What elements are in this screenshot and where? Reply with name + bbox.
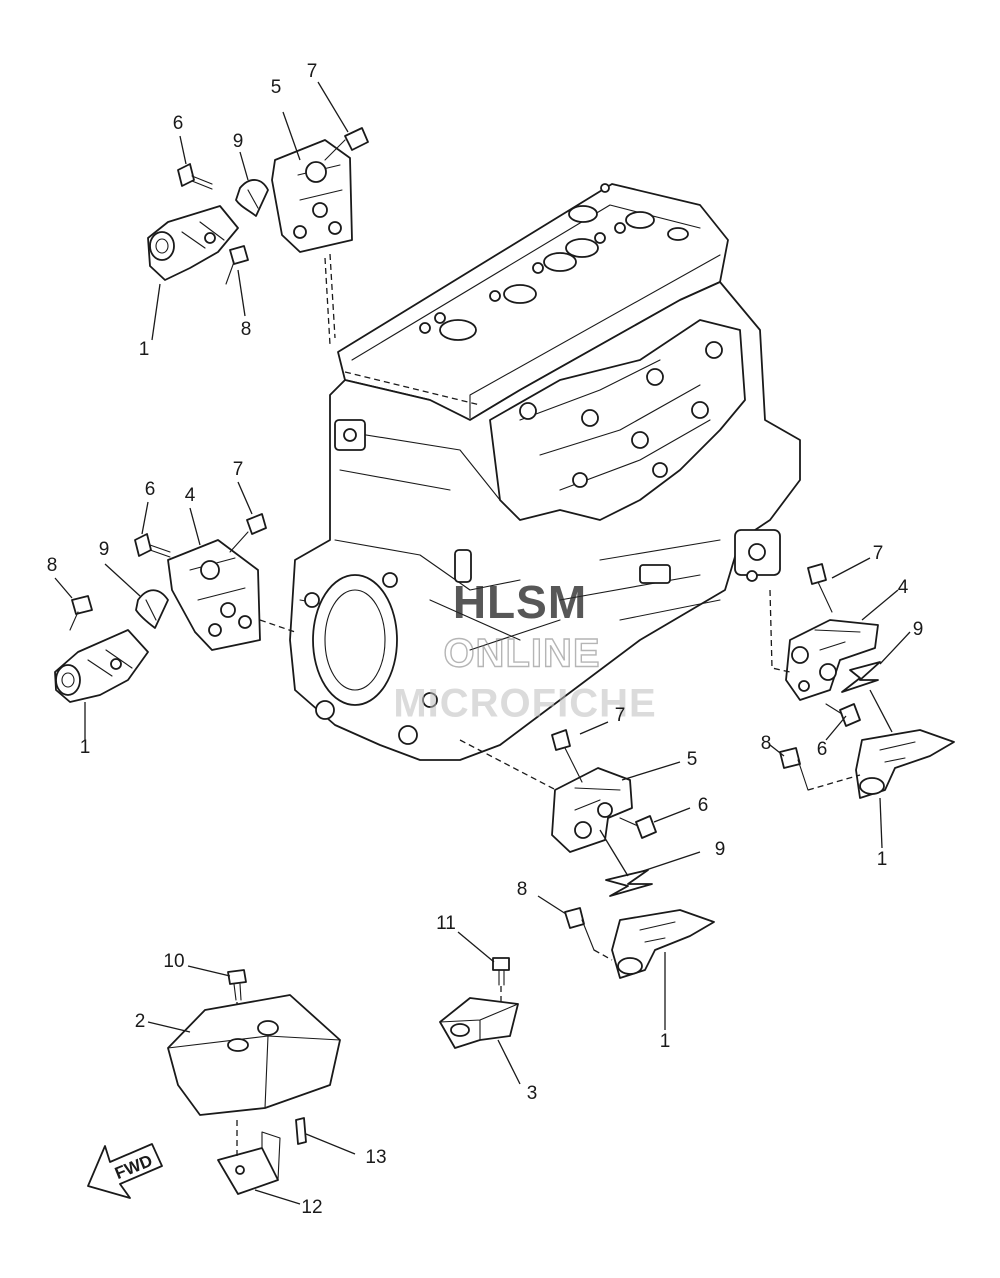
callout-1: 1	[139, 339, 150, 360]
callout-6: 6	[173, 113, 184, 134]
callout-12: 12	[301, 1197, 322, 1218]
callout-8: 8	[517, 879, 528, 900]
callout-6: 6	[817, 739, 828, 760]
callout-1: 1	[80, 737, 91, 758]
callout-8: 8	[761, 733, 772, 754]
watermark-line2: ONLINE	[443, 632, 600, 676]
bottom-parts-group	[147, 931, 521, 1205]
callout-11: 11	[436, 913, 456, 934]
callout-labels: 1 1 1 1 2 3 4 4 5 5 6 6 6 6 7 7 7 7 8 8 …	[47, 61, 924, 1218]
callout-9: 9	[913, 619, 924, 640]
upper-left-mount-group	[147, 81, 369, 341]
callout-9: 9	[233, 131, 244, 152]
callout-3: 3	[527, 1083, 538, 1104]
callout-5: 5	[687, 749, 698, 770]
callout-7: 7	[873, 543, 884, 564]
callout-6: 6	[145, 479, 156, 500]
watermark-line3: MICROFICHE	[393, 682, 656, 726]
callout-8: 8	[241, 319, 252, 340]
callout-4: 4	[185, 485, 196, 506]
watermark: HLSM ONLINE MICROFICHE	[393, 576, 656, 726]
callout-4: 4	[898, 577, 909, 598]
callout-1: 1	[660, 1031, 671, 1052]
callout-13: 13	[365, 1147, 386, 1168]
callout-6: 6	[698, 795, 709, 816]
callout-5: 5	[271, 77, 282, 98]
callout-10: 10	[163, 951, 184, 972]
callout-7: 7	[615, 705, 626, 726]
fwd-direction-arrow: FWD	[87, 1143, 163, 1199]
callout-7: 7	[307, 61, 318, 82]
callout-1: 1	[877, 849, 888, 870]
callout-9: 9	[99, 539, 110, 560]
middle-left-mount-group	[54, 481, 296, 740]
callout-2: 2	[135, 1011, 146, 1032]
lower-center-mount-group	[459, 721, 715, 1030]
right-mount-group	[769, 557, 955, 849]
callout-7: 7	[233, 459, 244, 480]
callout-9: 9	[715, 839, 726, 860]
watermark-line1: HLSM	[453, 576, 587, 628]
callout-8: 8	[47, 555, 58, 576]
engine-block	[289, 183, 801, 761]
